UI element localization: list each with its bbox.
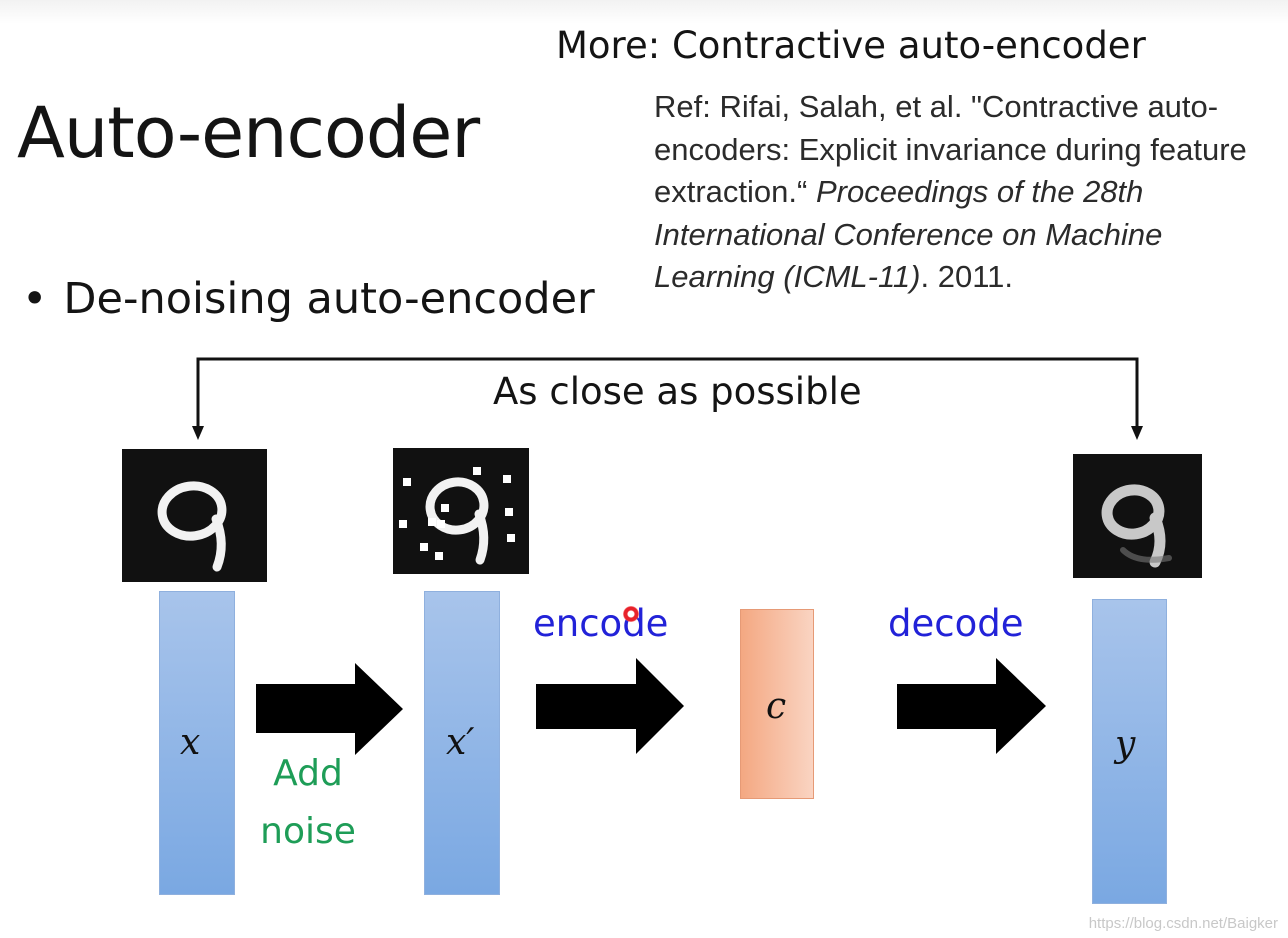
input-digit-image [122,449,267,582]
feedback-label: As close as possible [493,370,862,413]
reference-venue: Proceedings of the 28th International Co… [654,174,1163,294]
add-noise-line1: Add [273,753,343,794]
feedback-arrowhead-left [192,426,204,440]
output-vector-label: y [1115,724,1136,765]
code-vector-label: c [766,686,787,727]
watermark: https://blog.csdn.net/Baigker [1088,915,1278,932]
decode-label: decode [888,602,1024,645]
noisy-vector-label: x′ [446,722,475,763]
bullet-item: • De-noising auto-encoder [22,274,595,324]
noisy-digit-image [393,448,529,574]
more-title: More: Contractive auto-encoder [556,24,1146,67]
slide-top-strip [0,0,1288,24]
code-vector-c [740,609,814,799]
input-vector-label: x [180,722,201,763]
input-vector-x [159,591,235,895]
encode-label: encode [533,602,669,645]
reference-year: . 2011. [920,259,1013,294]
output-digit-image [1073,454,1202,578]
add-noise-label: Add noise [248,745,368,861]
encode-arrow [536,658,684,754]
decode-arrow [897,658,1046,754]
output-vector-y [1092,599,1167,904]
laser-pointer-dot [623,606,639,622]
page-title: Auto-encoder [17,92,480,174]
bullet-marker: • [22,274,48,324]
add-noise-arrow [256,663,403,755]
add-noise-line2: noise [260,811,356,852]
noisy-vector-x-prime [424,591,500,895]
bullet-text: De-noising auto-encoder [63,274,595,324]
feedback-arrowhead-right [1131,426,1143,440]
feedback-bracket [192,357,1143,440]
reference-text: Ref: Rifai, Salah, et al. "Contractive a… [654,89,1247,209]
reference-citation: Ref: Rifai, Salah, et al. "Contractive a… [654,86,1284,299]
